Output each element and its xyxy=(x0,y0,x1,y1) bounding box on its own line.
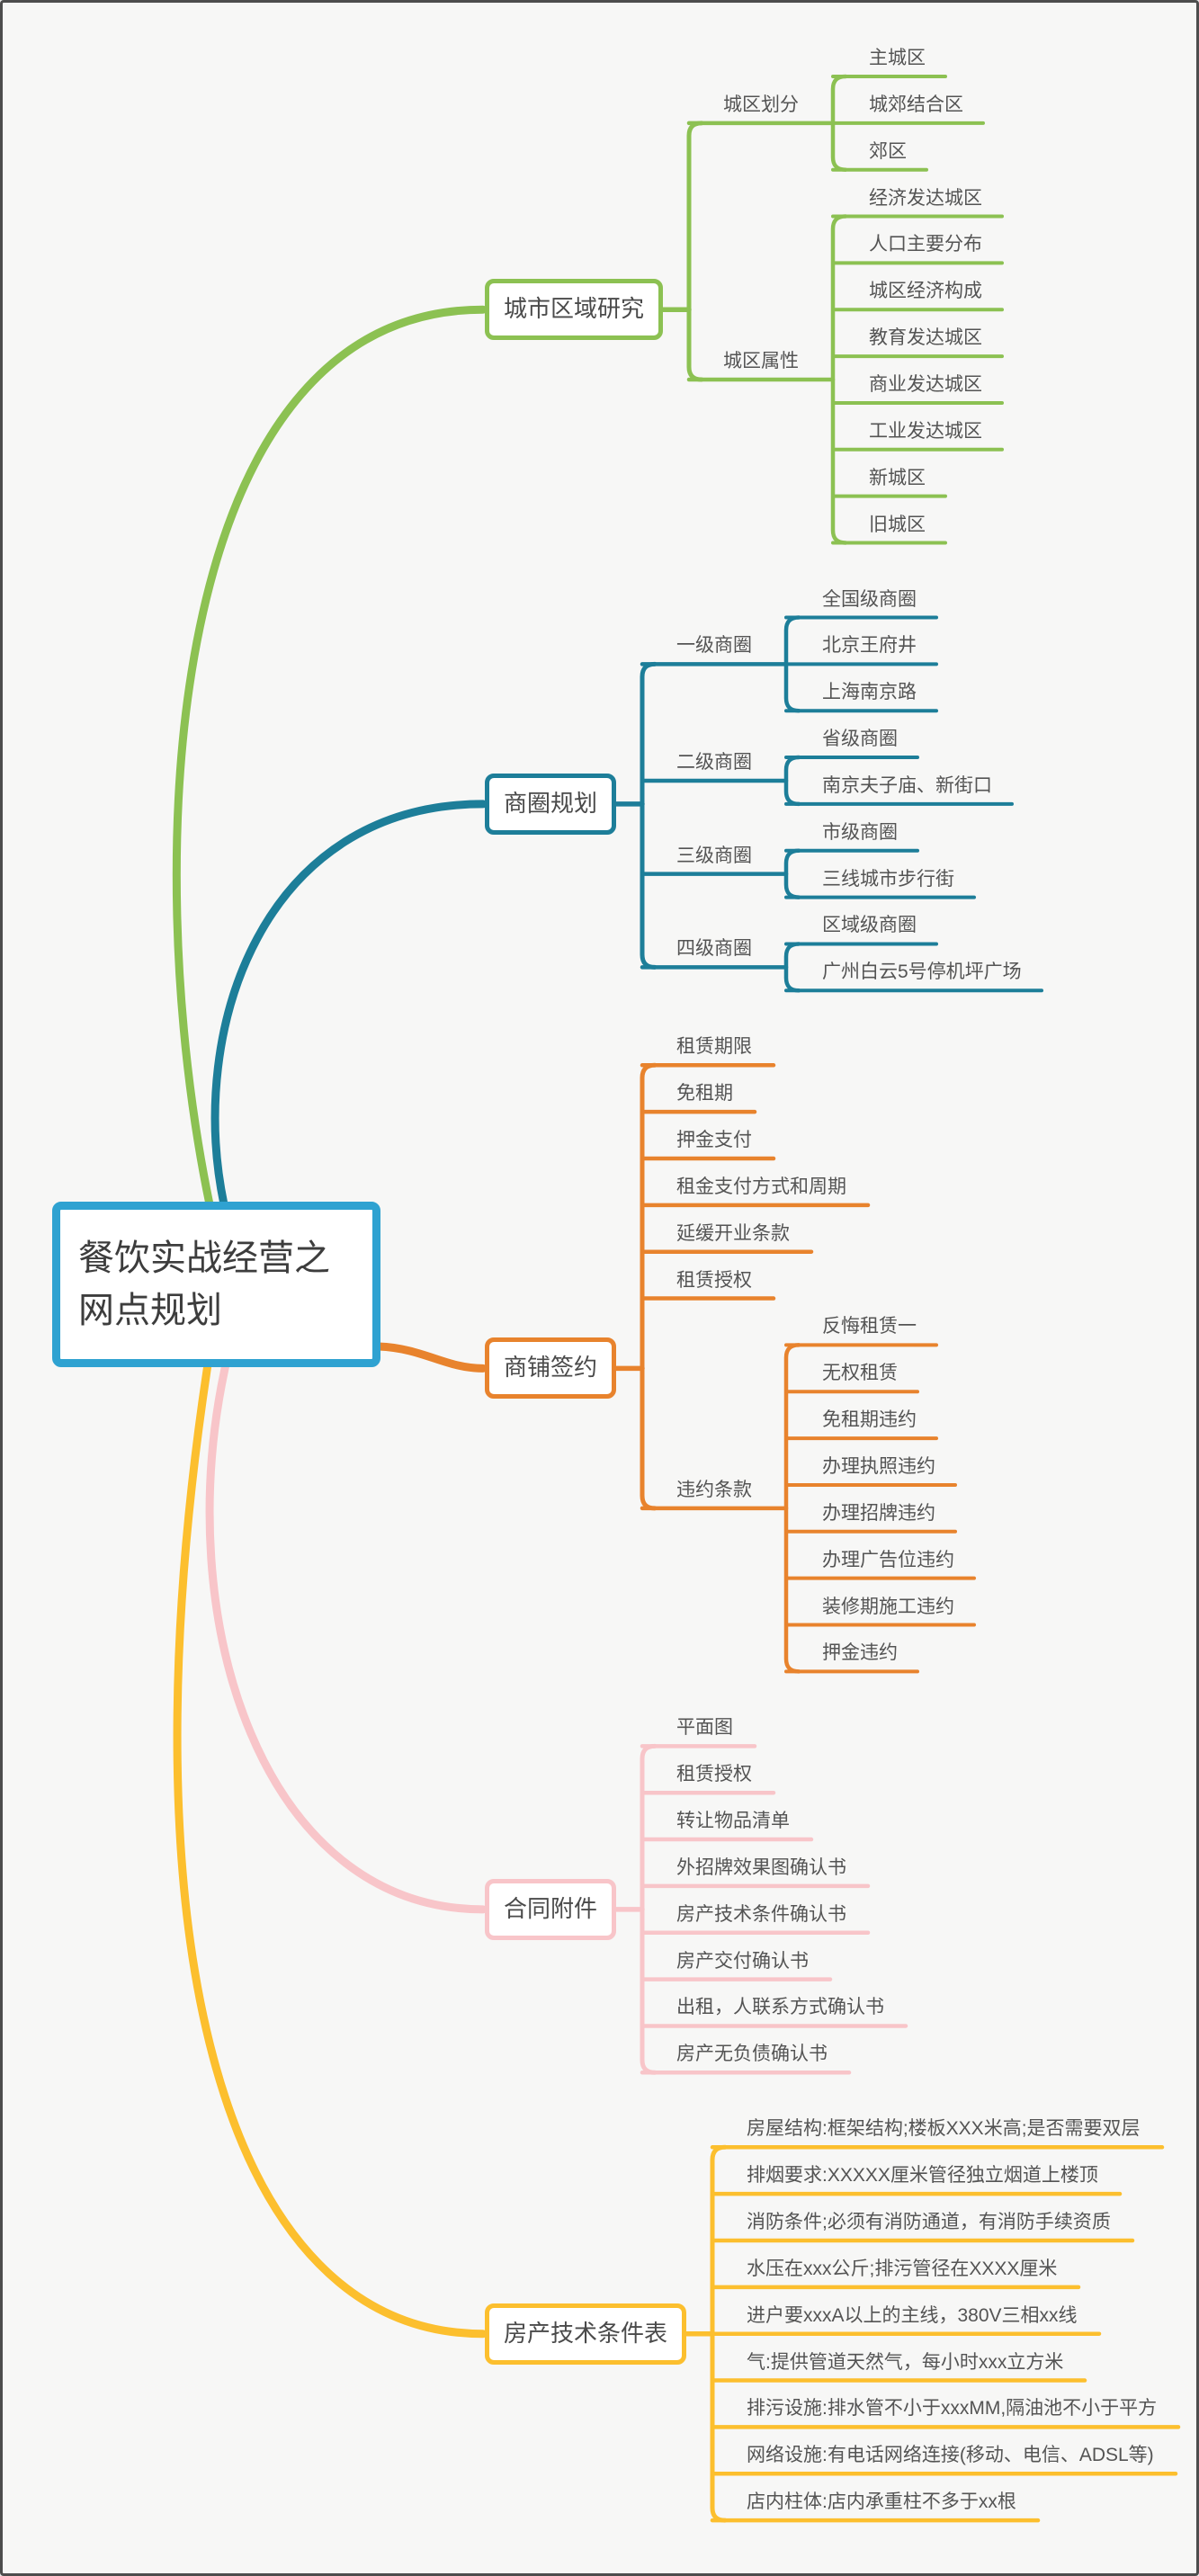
subtopic-3-7-5[interactable]: 办理招牌违约 xyxy=(822,1502,935,1524)
root-connector-5 xyxy=(173,1360,488,2339)
topic-4-3[interactable]: 转让物品清单 xyxy=(676,1811,790,1832)
topic-5-5[interactable]: 进户要xxxA以上的主线，380V三相xx线 xyxy=(747,2304,1078,2326)
branch-spine-3 xyxy=(640,1062,658,1511)
topic-3-3[interactable]: 押金支付 xyxy=(676,1130,752,1150)
branch-spine-2 xyxy=(640,661,658,970)
topic-3-1[interactable]: 租赁期限 xyxy=(676,1036,752,1058)
bracket-2-4 xyxy=(783,942,801,993)
branch-node-5[interactable]: 房产技术条件表 xyxy=(485,2303,687,2365)
topic-4-6[interactable]: 房产交付确认书 xyxy=(676,1950,809,1972)
topic-3-7[interactable]: 违约条款 xyxy=(676,1479,752,1500)
topic-4-1[interactable]: 平面图 xyxy=(676,1717,733,1739)
topic-4-2[interactable]: 租赁授权 xyxy=(676,1764,752,1785)
topic-1-2[interactable]: 城区属性 xyxy=(723,351,799,372)
root-connector-2 xyxy=(210,800,488,1209)
subtopic-2-1-1[interactable]: 全国级商圈 xyxy=(822,588,917,610)
topic-5-7[interactable]: 排污设施:排水管不小于xxxMM,隔油池不小于平方 xyxy=(747,2398,1158,2419)
branch-spine-4 xyxy=(640,1743,658,2075)
subtopic-2-4-2[interactable]: 广州白云5号停机坪广场 xyxy=(822,962,1022,983)
subtopic-2-1-2[interactable]: 北京王府井 xyxy=(822,635,917,657)
subtopic-1-2-2[interactable]: 人口主要分布 xyxy=(869,234,982,255)
subtopic-3-7-3[interactable]: 免租期违约 xyxy=(822,1409,917,1431)
root-connector-4 xyxy=(205,1360,488,1914)
topic-4-4[interactable]: 外招牌效果图确认书 xyxy=(676,1856,846,1878)
topic-4-5[interactable]: 房产技术条件确认书 xyxy=(676,1903,846,1925)
topic-5-9[interactable]: 店内柱体:店内承重柱不多于xx根 xyxy=(747,2491,1016,2513)
topic-2-4[interactable]: 四级商圈 xyxy=(676,938,752,960)
topic-4-8[interactable]: 房产无负债确认书 xyxy=(676,2044,828,2065)
subtopic-1-2-4[interactable]: 教育发达城区 xyxy=(869,327,982,349)
branch-node-4[interactable]: 合同附件 xyxy=(485,1878,617,1940)
subtopic-3-7-6[interactable]: 办理广告位违约 xyxy=(822,1549,954,1570)
branch-node-2[interactable]: 商圈规划 xyxy=(485,773,617,835)
subtopic-1-2-1[interactable]: 经济发达城区 xyxy=(869,187,982,209)
connector-layer xyxy=(172,74,1181,2523)
bracket-3-7 xyxy=(783,1343,801,1674)
subtopic-3-7-7[interactable]: 装修期施工违约 xyxy=(822,1596,954,1617)
topic-3-2[interactable]: 免租期 xyxy=(676,1083,733,1105)
topic-4-7[interactable]: 出租，人联系方式确认书 xyxy=(676,1997,884,2018)
branch-node-3[interactable]: 商铺签约 xyxy=(485,1337,617,1400)
root-topic[interactable]: 餐饮实战经营之网点规划 xyxy=(52,1202,380,1367)
topic-5-6[interactable]: 气:提供管道天然气，每小时xxx立方米 xyxy=(747,2351,1064,2373)
subtopic-2-1-3[interactable]: 上海南京路 xyxy=(822,682,917,703)
bracket-1-2 xyxy=(830,214,848,545)
subtopic-1-1-1[interactable]: 主城区 xyxy=(869,48,926,68)
subtopic-1-2-6[interactable]: 工业发达城区 xyxy=(869,420,982,442)
subtopic-2-3-1[interactable]: 市级商圈 xyxy=(822,821,898,843)
topic-2-2[interactable]: 二级商圈 xyxy=(676,751,752,773)
topic-3-6[interactable]: 租赁授权 xyxy=(676,1269,752,1291)
subtopic-1-2-3[interactable]: 城区经济构成 xyxy=(869,281,982,302)
subtopic-2-3-2[interactable]: 三线城市步行街 xyxy=(822,868,954,890)
subtopic-2-4-1[interactable]: 区域级商圈 xyxy=(822,915,917,936)
subtopic-1-2-5[interactable]: 商业发达城区 xyxy=(869,373,982,395)
subtopic-3-7-8[interactable]: 押金违约 xyxy=(822,1642,898,1664)
topic-1-1[interactable]: 城区划分 xyxy=(723,94,799,115)
subtopic-3-7-1[interactable]: 反悔租赁一 xyxy=(822,1316,917,1337)
subtopic-2-2-2[interactable]: 南京夫子庙、新街口 xyxy=(822,774,992,796)
topic-3-5[interactable]: 延缓开业条款 xyxy=(676,1222,790,1244)
topic-5-2[interactable]: 排烟要求:XXXXX厘米管径独立烟道上楼顶 xyxy=(747,2165,1098,2187)
subtopic-3-7-2[interactable]: 无权租赁 xyxy=(822,1363,898,1384)
topic-2-1[interactable]: 一级商圈 xyxy=(676,635,752,657)
topic-2-3[interactable]: 三级商圈 xyxy=(676,845,752,866)
bracket-2-3 xyxy=(783,848,801,899)
topic-5-3[interactable]: 消防条件;必须有消防通道，有消防手续资质 xyxy=(747,2212,1111,2232)
topic-5-4[interactable]: 水压在xxx公斤;排污管径在XXXX厘米 xyxy=(747,2258,1058,2279)
subtopic-1-1-2[interactable]: 城郊结合区 xyxy=(869,94,963,115)
topic-5-1[interactable]: 房屋结构:框架结构;楼板XXX米高;是否需要双层 xyxy=(747,2118,1141,2140)
topic-5-8[interactable]: 网络设施:有电话网络连接(移动、电信、ADSL等) xyxy=(747,2445,1154,2466)
subtopic-1-2-7[interactable]: 新城区 xyxy=(869,467,926,488)
branch-node-1[interactable]: 城市区域研究 xyxy=(485,279,664,341)
topic-3-4[interactable]: 租金支付方式和周期 xyxy=(676,1176,846,1197)
branch-spine-1 xyxy=(686,121,704,382)
root-connector-3 xyxy=(374,1342,488,1373)
bracket-2-2 xyxy=(783,755,801,807)
subtopic-1-1-3[interactable]: 郊区 xyxy=(869,140,907,162)
subtopic-2-2-1[interactable]: 省级商圈 xyxy=(822,729,898,750)
subtopic-3-7-4[interactable]: 办理执照违约 xyxy=(822,1455,935,1477)
subtopic-1-2-8[interactable]: 旧城区 xyxy=(869,514,926,535)
root-connector-1 xyxy=(172,305,488,1209)
